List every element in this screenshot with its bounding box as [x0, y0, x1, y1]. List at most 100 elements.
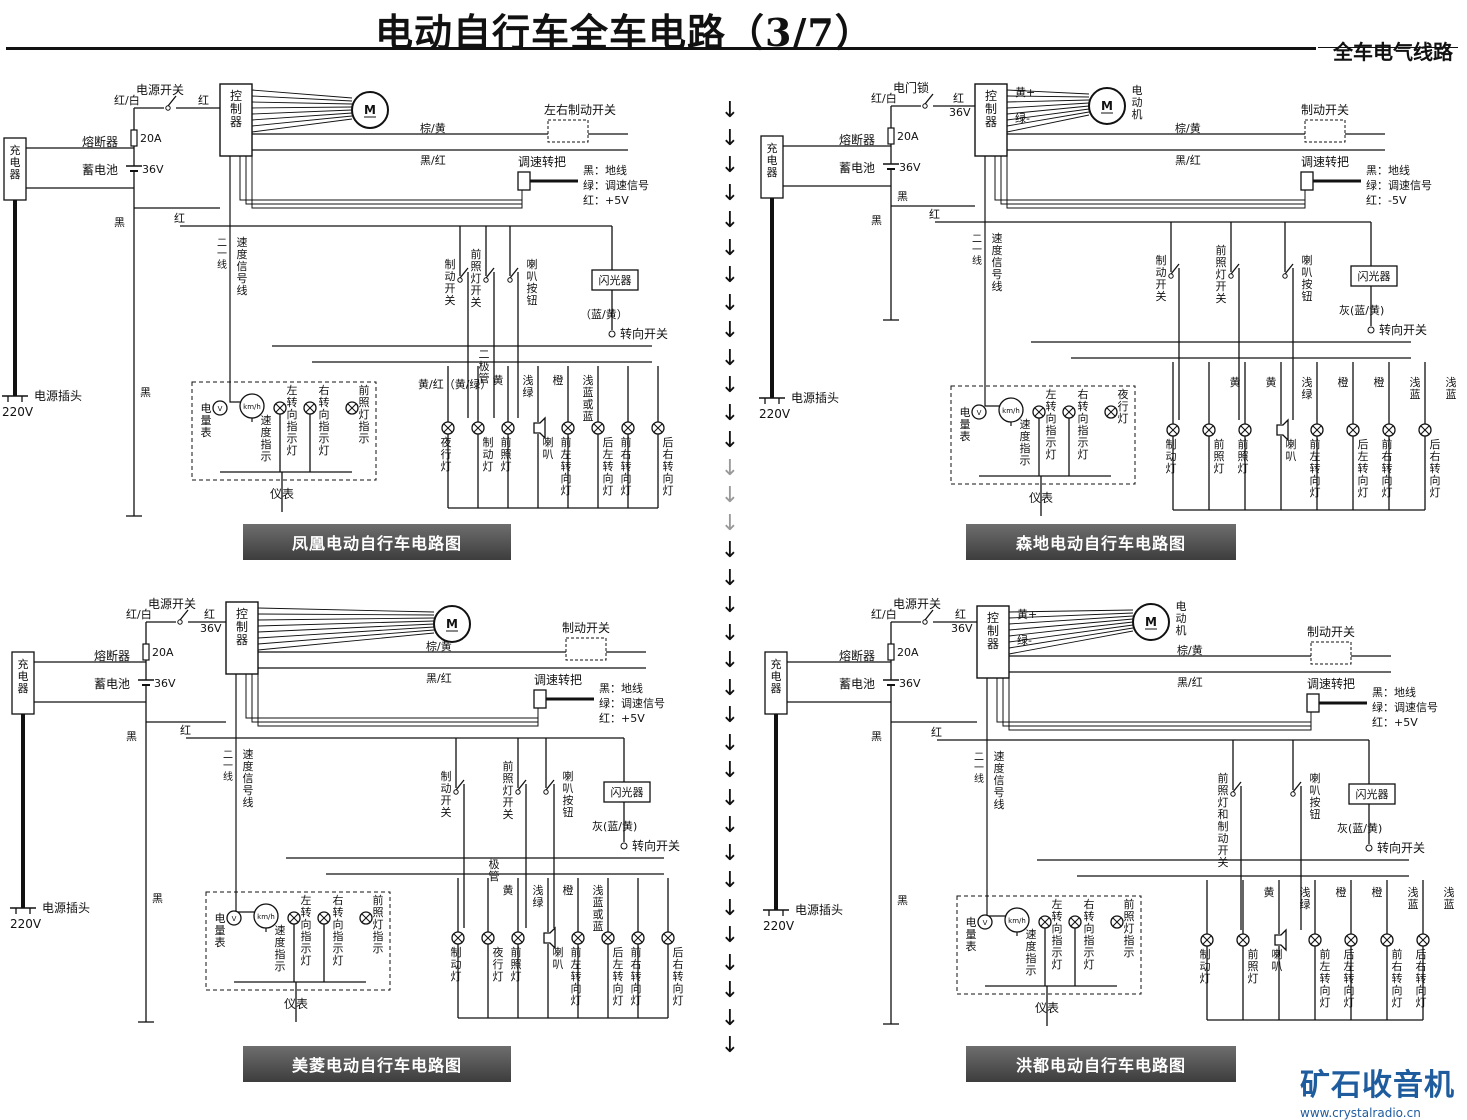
vertical-label-char: 灯	[511, 970, 522, 983]
vertical-label-char: 向	[1320, 983, 1331, 997]
vertical-label-char: 向	[1430, 473, 1441, 487]
vertical-label-char: 灯	[1344, 996, 1355, 1009]
wire	[245, 674, 539, 719]
vertical-label-char: 关	[1216, 291, 1227, 305]
vertical-label-char: 叭	[1302, 266, 1313, 279]
wire	[1240, 425, 1250, 435]
wire-label: 36V	[949, 106, 971, 119]
vertical-label-char: 信	[994, 774, 1005, 787]
down-arrow: ↓	[720, 950, 740, 976]
vertical-label-char: 和	[1218, 808, 1229, 821]
vertical-label-char: 右	[621, 447, 632, 461]
wire	[1204, 425, 1214, 435]
wire-label: 灰(蓝/黄)	[592, 819, 637, 833]
vertical-label-char: 前	[1392, 947, 1403, 961]
wire	[257, 613, 435, 616]
wire	[257, 607, 435, 613]
vertical-label-char: 右	[1430, 449, 1441, 463]
wire-label: 20A	[897, 646, 919, 659]
vertical-label-char: 控	[985, 89, 997, 103]
switch-icon	[483, 277, 489, 283]
wire	[1006, 111, 1090, 127]
vertical-label-char: 向	[319, 407, 330, 421]
wire	[1238, 935, 1248, 945]
vertical-label-char: 示	[333, 942, 344, 955]
vertical-label-char: 左	[561, 448, 572, 461]
wire	[251, 118, 353, 133]
down-arrow: ↓	[720, 923, 740, 948]
vertical-label-char: 关	[445, 293, 456, 307]
controller-box	[219, 83, 253, 157]
vertical-label-char: 量	[215, 924, 226, 937]
down-arrow: ↓	[720, 785, 740, 811]
wire	[1008, 621, 1134, 637]
wire-label: 红/白	[871, 607, 897, 621]
down-arrow: ↓	[720, 813, 740, 838]
vertical-label-char: 或	[593, 908, 604, 921]
down-arrow: ↓	[720, 703, 740, 728]
vertical-label-char: 示	[1020, 454, 1031, 467]
wire-label: 制动开关	[1307, 625, 1355, 639]
vertical-label-char: 线	[223, 770, 233, 783]
vertical-label-char: 夜	[493, 945, 504, 959]
wire	[1284, 263, 1294, 275]
vertical-label-char: 转	[319, 395, 330, 409]
section-title: 全车电气线路	[1333, 40, 1453, 64]
vertical-label-char: 前	[1218, 771, 1229, 785]
wire	[1312, 425, 1322, 435]
vertical-label-char: 线	[972, 254, 982, 267]
vertical-label-char: 灯	[1238, 462, 1249, 475]
down-arrow: ↓	[720, 153, 740, 178]
vertical-label-char: 量	[201, 414, 212, 427]
wire	[257, 623, 435, 633]
vertical-label-char: 前	[501, 435, 512, 449]
motor-label: M	[1145, 615, 1157, 629]
turn-switch-icon	[1367, 326, 1375, 334]
down-arrow: ↓	[720, 840, 740, 866]
vertical-label-char: 号	[243, 784, 254, 797]
brake-switch-icon	[1304, 119, 1346, 143]
vertical-label-char: 转	[1358, 461, 1369, 475]
vertical-label-char: 电	[960, 406, 971, 419]
vertical-label-char: 照	[1248, 960, 1259, 973]
vertical-label-char: 线	[237, 283, 248, 297]
vertical-label-char: 指	[287, 419, 298, 433]
vertical-label-char: 动	[483, 448, 494, 461]
vertical-label-char: 制	[445, 258, 456, 271]
vertical-label-char: 关	[1218, 855, 1229, 869]
vertical-label-char: 度	[992, 243, 1003, 257]
vertical-label-char: 灯	[603, 484, 614, 497]
vertical-label-char: 左	[287, 384, 298, 397]
vertical-label-char: 线	[994, 797, 1005, 811]
wire-label: 220V	[759, 407, 791, 421]
brake-switch-icon	[1310, 641, 1352, 665]
vertical-label-char: 喇	[527, 257, 538, 271]
vertical-label-char: 速	[1020, 418, 1031, 431]
wire	[251, 106, 353, 109]
vertical-label-char: 灯	[1218, 796, 1229, 809]
vertical-label-char: 夜	[441, 435, 452, 449]
switch-icon	[1168, 273, 1174, 279]
vertical-label-char: 喇	[543, 435, 554, 449]
vertical-label-char: 管	[479, 371, 490, 385]
vertical-label-char: 照	[1214, 450, 1225, 463]
wire	[251, 156, 523, 209]
vertical-label-char: 示	[1026, 964, 1037, 977]
vertical-label-char: 前	[1382, 437, 1393, 451]
switch-icon	[507, 277, 513, 283]
vertical-label-char: 机	[1132, 107, 1143, 121]
vertical-label-char: 转	[571, 969, 582, 983]
vertical-label-char: 转	[1392, 971, 1403, 985]
brake-switch-icon	[547, 119, 589, 143]
vertical-label-char: 灯	[1382, 486, 1393, 499]
down-arrow: ↓	[720, 373, 740, 398]
wire	[603, 933, 613, 943]
watermark-url: www.crystalradio.cn	[1300, 1106, 1421, 1120]
wire	[1000, 156, 1306, 205]
vertical-label-char: 线	[974, 772, 984, 785]
vertical-label-char: 速	[237, 236, 248, 249]
vertical-label-char: 转	[613, 969, 624, 983]
wire-label: 36V	[899, 677, 921, 690]
motor-label: M	[1101, 99, 1113, 113]
brake-switch-icon	[565, 637, 607, 661]
